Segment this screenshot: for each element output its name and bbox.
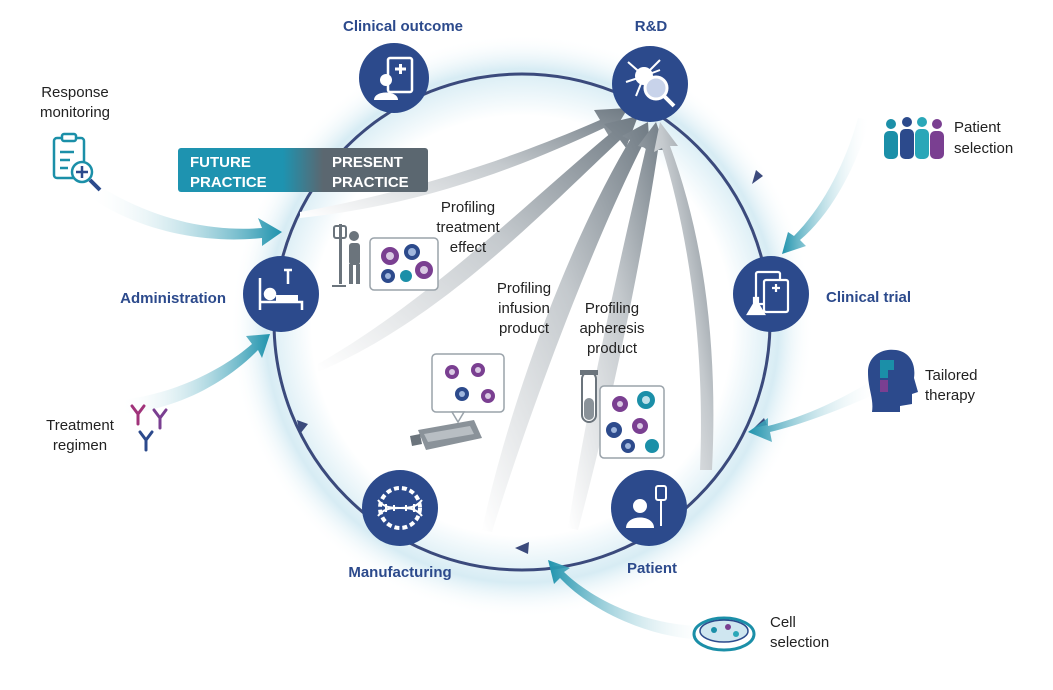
arrow-response-monitoring <box>88 180 282 246</box>
hospital-bed-icon <box>258 268 304 310</box>
input-cell-selection: Cell selection <box>692 614 829 652</box>
node-label: R&D <box>635 18 668 35</box>
arrow-patient-to-rnd <box>654 122 714 470</box>
input-label-line-1: Patient <box>954 119 1002 136</box>
node-administration: Administration <box>120 256 319 332</box>
node-label: Patient <box>627 560 677 577</box>
future-practice-line-2: PRACTICE <box>190 174 267 191</box>
immune-cells-icon <box>445 363 495 403</box>
profiling-label-line-3: product <box>499 320 550 337</box>
people-group-icon <box>884 117 944 159</box>
profiling-infusion-product: Profiling infusion product <box>497 280 551 337</box>
medical-report-icon <box>374 56 414 100</box>
input-label-line-2: regimen <box>53 437 107 454</box>
input-label-line-1: Cell <box>770 614 796 631</box>
present-practice-line-1: PRESENT <box>332 154 403 171</box>
petri-dish-icon <box>692 616 756 652</box>
node-rnd: R&D <box>612 18 688 122</box>
node-manufacturing: Manufacturing <box>348 470 452 581</box>
iv-stand-person-icon <box>332 224 360 287</box>
dendritic-cell-magnifier-icon <box>625 59 676 108</box>
node-label: Administration <box>120 290 226 307</box>
practice-banner-bg <box>178 148 428 192</box>
arrow-treatment-regimen <box>120 334 270 414</box>
node-label: Manufacturing <box>348 564 451 581</box>
input-label-line-2: monitoring <box>40 104 110 121</box>
dna-gear-icon <box>377 486 423 530</box>
profiling-arrows <box>300 108 714 532</box>
infusion-bag-cells-illustration <box>410 353 505 450</box>
node-clinical-outcome: Clinical outcome <box>343 18 463 113</box>
present-practice-line-2: PRACTICE <box>332 174 409 191</box>
immune-cells-icon <box>381 244 433 283</box>
profiling-apheresis-product: Profiling apheresis product <box>579 300 644 357</box>
profiling-label-line-2: treatment <box>436 219 500 236</box>
future-practice-line-1: FUTURE <box>190 154 251 171</box>
input-label-line-2: therapy <box>925 387 976 404</box>
test-tube-icon <box>580 370 598 423</box>
node-label: Clinical outcome <box>343 18 463 35</box>
arrow-treatment-effect-to-rnd <box>318 116 638 372</box>
cell-callout-box <box>431 353 505 413</box>
input-patient-selection: Patient selection <box>884 117 1013 159</box>
profiling-label-line-1: Profiling <box>497 280 551 297</box>
puzzle-head-icon <box>868 349 918 412</box>
mixed-cells-icon <box>606 391 659 453</box>
node-label: Clinical trial <box>826 289 911 306</box>
profiling-treatment-effect: Profiling treatment effect <box>436 199 500 256</box>
antibody-icon <box>130 404 168 452</box>
arrow-patient-selection <box>782 118 870 254</box>
arrow-infusion-product-to-rnd <box>482 122 650 532</box>
profiling-label-line-3: product <box>587 340 638 357</box>
node-clinical-trial: Clinical trial <box>733 256 911 332</box>
profiling-label-line-1: Profiling <box>441 199 495 216</box>
profiling-label-line-2: apheresis <box>579 320 644 337</box>
arrow-tailored-therapy <box>748 378 880 442</box>
input-label-line-1: Response <box>41 84 109 101</box>
profiling-label-line-3: effect <box>450 239 487 256</box>
apheresis-tube-cells-illustration <box>580 370 665 459</box>
input-response-monitoring: Response monitoring <box>40 84 110 192</box>
ring-direction-arrows <box>297 170 767 554</box>
input-label-line-2: selection <box>770 634 829 651</box>
clipboard-magnifier-icon <box>52 132 102 192</box>
profiling-label-line-1: Profiling <box>585 300 639 317</box>
input-label-line-2: selection <box>954 140 1013 157</box>
practice-banner: FUTURE PRACTICE PRESENT PRACTICE <box>178 148 428 192</box>
documents-flask-icon <box>746 270 790 316</box>
input-tailored-therapy: Tailored therapy <box>868 349 978 412</box>
iv-stand-cells-illustration <box>332 224 439 291</box>
node-patient: Patient <box>611 470 687 577</box>
input-label-line-1: Tailored <box>925 367 978 384</box>
arrow-apheresis-product-to-rnd <box>568 122 666 530</box>
infusion-bag-icon <box>410 420 482 450</box>
input-treatment-regimen: Treatment regimen <box>46 404 168 454</box>
arrow-clinical-outcome-to-rnd <box>300 108 628 218</box>
patient-iv-drip-icon <box>626 485 667 528</box>
profiling-label-line-2: infusion <box>498 300 550 317</box>
input-label-line-1: Treatment <box>46 417 115 434</box>
